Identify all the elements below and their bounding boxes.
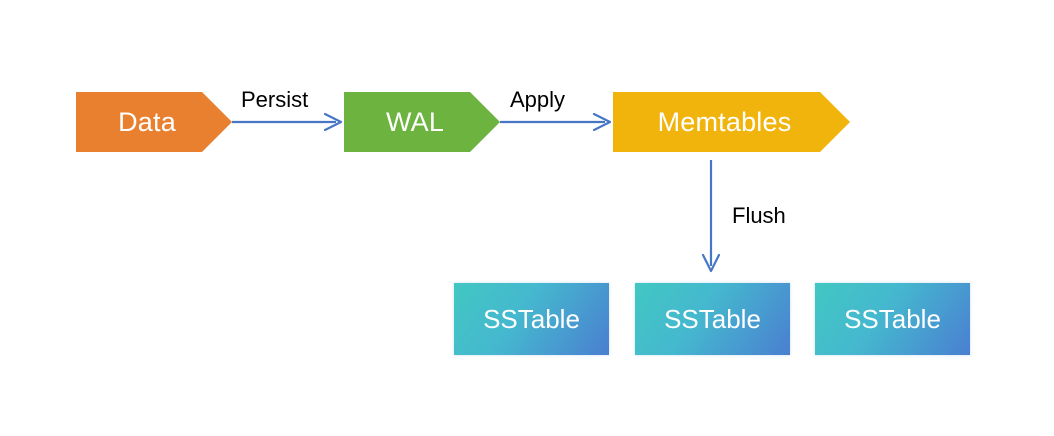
edge-label-persist: Persist — [241, 87, 309, 112]
node-wal[interactable]: WAL — [344, 92, 500, 152]
node-sstable-1-label: SSTable — [483, 303, 580, 334]
edge-memtables-to-sstable — [701, 160, 721, 273]
edge-label-flush: Flush — [732, 203, 786, 228]
edge-data-to-wal-arrowhead — [323, 112, 343, 132]
node-sstable-3[interactable]: SSTable — [815, 283, 970, 355]
edge-data-to-wal — [232, 112, 343, 132]
edge-wal-to-memtables-arrowhead — [592, 112, 612, 132]
edge-label-apply: Apply — [510, 87, 566, 112]
node-sstable-1[interactable]: SSTable — [454, 283, 609, 355]
node-sstable-2-label: SSTable — [664, 303, 761, 334]
node-wal-shape — [344, 92, 500, 152]
node-memtables-shape — [613, 92, 850, 152]
node-wal-label: WAL — [385, 106, 445, 137]
node-sstable-2[interactable]: SSTable — [635, 283, 790, 355]
edge-wal-to-memtables — [500, 112, 612, 132]
node-data-label: Data — [118, 106, 176, 137]
node-memtables[interactable]: Memtables — [613, 92, 850, 152]
node-data-shape — [76, 92, 232, 152]
node-memtables-label: Memtables — [657, 106, 792, 137]
edge-memtables-to-sstable-arrowhead — [701, 253, 721, 273]
node-sstable-3-label: SSTable — [844, 303, 941, 334]
node-data[interactable]: Data — [76, 92, 232, 152]
